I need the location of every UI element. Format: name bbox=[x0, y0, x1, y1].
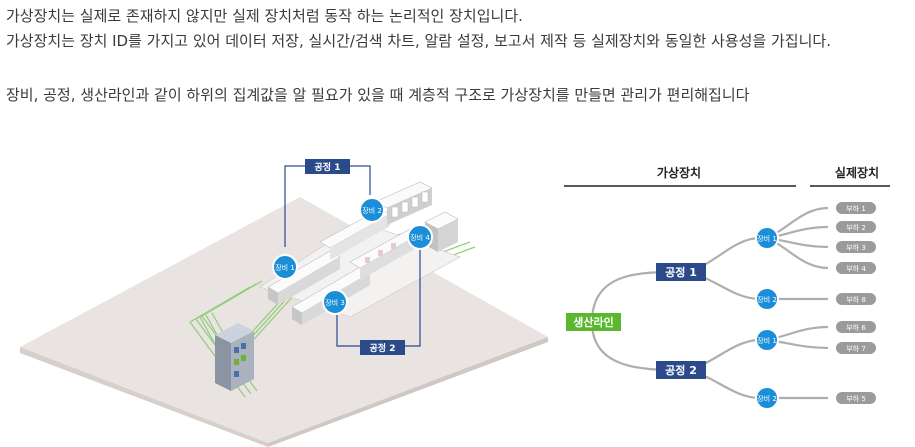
tree-process2-box bbox=[656, 361, 706, 379]
intro-text: 가상장치는 실제로 존재하지 않지만 실제 장치처럼 동작 하는 논리적인 장치… bbox=[6, 4, 831, 108]
tree-loads: 부하 1 부하 2 부하 3 부하 4 부하 8 부하 6 부하 7 부하 5 bbox=[836, 202, 876, 404]
load-4-label: 부하 4 bbox=[846, 264, 866, 273]
tree-process1-label: 공정 1 bbox=[665, 265, 697, 279]
svg-text:장비 2: 장비 2 bbox=[757, 295, 777, 304]
tree-p2-equip2: 장비 2 bbox=[755, 386, 779, 410]
svg-text:장비 2: 장비 2 bbox=[757, 394, 777, 403]
plant-process2-label: 공정 2 bbox=[370, 342, 396, 354]
hierarchy-tree: 가상장치 실제장치 생산라인 공정 1 공정 2 장비 1 장비 2 장비 1 bbox=[564, 165, 890, 410]
tree-p1-equip2: 장비 2 bbox=[755, 287, 779, 311]
tree-branches bbox=[590, 206, 829, 400]
intro-line-3: 장비, 공정, 생산라인과 같이 하위의 집계값을 알 필요가 있을 때 계층적… bbox=[6, 86, 750, 104]
load-6-label: 부하 6 bbox=[846, 323, 866, 332]
tree-process1-box bbox=[656, 263, 706, 281]
intro-line-2: 가상장치는 장치 ID를 가지고 있어 데이터 저장, 실시간/검색 차트, 알… bbox=[6, 32, 831, 50]
header-real: 실제장치 bbox=[835, 165, 879, 180]
load-5-label: 부하 5 bbox=[846, 394, 866, 403]
floor-side-left bbox=[20, 347, 268, 447]
svg-text:장비 1: 장비 1 bbox=[757, 336, 777, 345]
load-4-box bbox=[836, 262, 876, 274]
svg-text:장비 1: 장비 1 bbox=[275, 263, 295, 272]
tree-p1-equip1: 장비 1 bbox=[755, 226, 779, 250]
plant-process1-label: 공정 1 bbox=[315, 161, 341, 173]
load-1-box bbox=[836, 202, 876, 214]
load-6-box bbox=[836, 321, 876, 333]
plant-equip2: 장비 2 bbox=[359, 197, 385, 223]
load-2-label: 부하 2 bbox=[846, 223, 866, 232]
plant-equip3: 장비 3 bbox=[322, 289, 348, 315]
load-3-box bbox=[836, 241, 876, 253]
control-cabinet bbox=[215, 323, 254, 391]
load-8-box bbox=[836, 293, 876, 305]
load-3-label: 부하 3 bbox=[846, 243, 866, 252]
tree-process2-label: 공정 2 bbox=[665, 363, 697, 377]
tree-line-box bbox=[566, 313, 621, 331]
plant-process2-box bbox=[360, 340, 405, 355]
plant-illustration: 공정 1 공정 2 장비 1 장비 2 장비 3 장비 4 bbox=[20, 159, 548, 447]
plant-process1-box bbox=[305, 159, 350, 174]
machine-row-4 bbox=[349, 228, 421, 280]
load-5-box bbox=[836, 392, 876, 404]
load-8-label: 부하 8 bbox=[846, 295, 866, 304]
header-virtual: 가상장치 bbox=[657, 165, 701, 180]
floor-side-right bbox=[268, 337, 548, 447]
svg-text:장비 4: 장비 4 bbox=[410, 233, 430, 242]
svg-text:장비 1: 장비 1 bbox=[757, 234, 777, 243]
machine-row-1 bbox=[267, 250, 341, 305]
load-1-label: 부하 1 bbox=[846, 204, 866, 213]
tree-line-label: 생산라인 bbox=[573, 315, 613, 329]
plant-equip1: 장비 1 bbox=[272, 254, 298, 280]
load-7-box bbox=[836, 342, 876, 354]
svg-text:장비 3: 장비 3 bbox=[325, 298, 345, 307]
load-7-label: 부하 7 bbox=[846, 344, 866, 353]
load-2-box bbox=[836, 221, 876, 233]
tree-p2-equip1: 장비 1 bbox=[755, 328, 779, 352]
svg-text:장비 2: 장비 2 bbox=[362, 206, 382, 215]
intro-line-1: 가상장치는 실제로 존재하지 않지만 실제 장치처럼 동작 하는 논리적인 장치… bbox=[6, 7, 523, 25]
plant-equip4: 장비 4 bbox=[407, 224, 433, 250]
floor-top bbox=[20, 197, 548, 443]
